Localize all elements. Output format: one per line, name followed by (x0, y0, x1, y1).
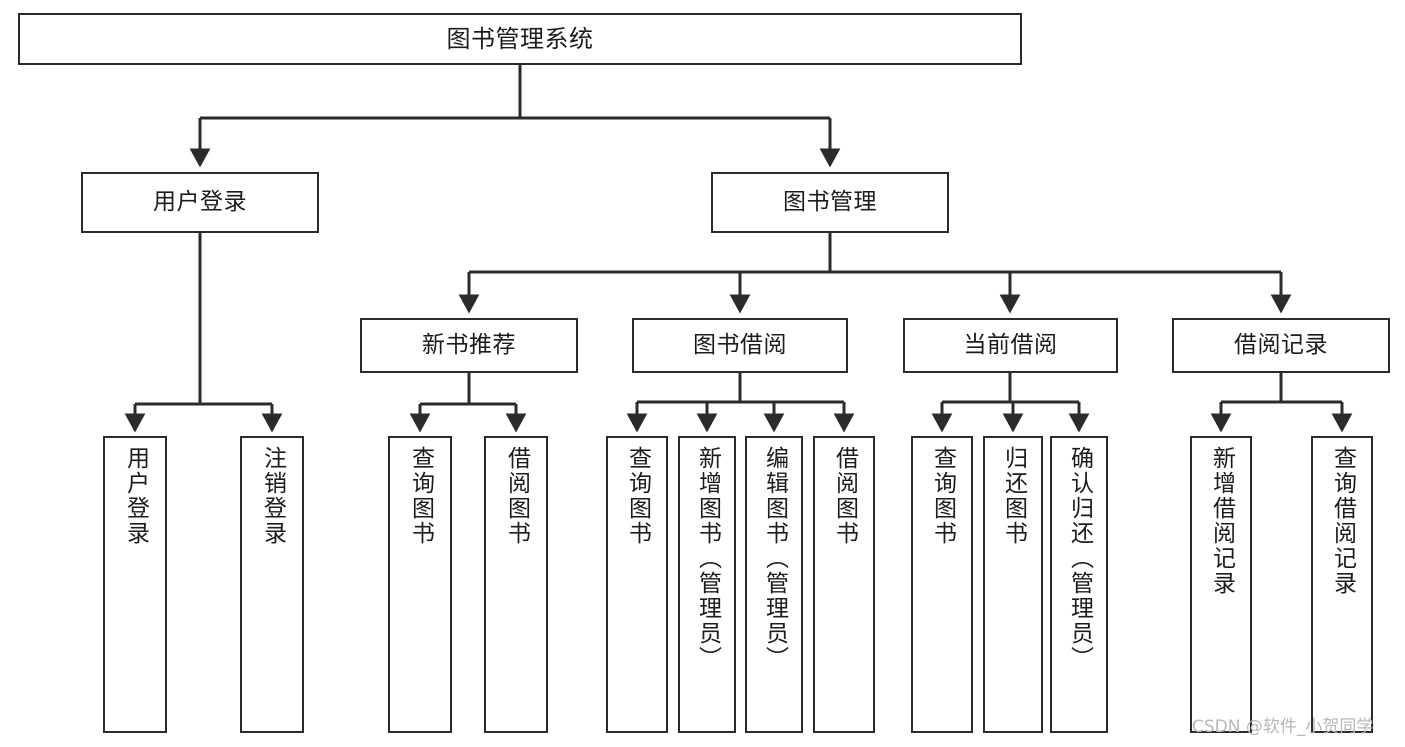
node-label: 查询图书 (929, 446, 956, 546)
node-label: 用户登录 (153, 188, 247, 215)
leaf-query-books-current[interactable]: 查询图书 (911, 436, 973, 733)
node-label: 图书管理系统 (446, 24, 594, 53)
leaf-add-borrow-record[interactable]: 新增借阅记录 (1190, 436, 1252, 733)
node-current-borrow[interactable]: 当前借阅 (903, 318, 1118, 373)
leaf-return-book[interactable]: 归还图书 (983, 436, 1043, 733)
leaf-query-books-borrow[interactable]: 查询图书 (606, 436, 668, 733)
node-label: 确认归还（管理员） (1066, 446, 1093, 671)
leaf-borrow-book[interactable]: 借阅图书 (813, 436, 875, 733)
leaf-confirm-return-admin[interactable]: 确认归还（管理员） (1050, 436, 1108, 733)
node-label: 编辑图书（管理员） (761, 446, 788, 671)
watermark: CSDN @软件_小贺同学 (1192, 717, 1374, 737)
node-borrow-records[interactable]: 借阅记录 (1172, 318, 1390, 373)
node-label: 查询图书 (407, 446, 434, 546)
leaf-query-books-recommend[interactable]: 查询图书 (388, 436, 452, 733)
node-book-borrow[interactable]: 图书借阅 (632, 318, 848, 373)
leaf-add-book-admin[interactable]: 新增图书（管理员） (678, 436, 736, 733)
node-label: 新增借阅记录 (1208, 446, 1235, 596)
node-book-management[interactable]: 图书管理 (711, 172, 949, 233)
node-label: 查询借阅记录 (1329, 446, 1356, 596)
leaf-logout[interactable]: 注销登录 (240, 436, 304, 733)
leaf-query-borrow-record[interactable]: 查询借阅记录 (1311, 436, 1373, 733)
node-label: 新书推荐 (422, 331, 516, 358)
node-label: 借阅记录 (1234, 331, 1328, 358)
node-label: 归还图书 (1000, 446, 1027, 546)
node-new-book-recommend[interactable]: 新书推荐 (360, 318, 578, 373)
node-label: 借阅图书 (503, 446, 530, 546)
node-label: 注销登录 (259, 446, 286, 546)
node-label: 图书管理 (783, 188, 877, 215)
leaf-edit-book-admin[interactable]: 编辑图书（管理员） (745, 436, 803, 733)
node-label: 当前借阅 (963, 331, 1058, 358)
node-label: 用户登录 (122, 446, 149, 546)
leaf-user-login[interactable]: 用户登录 (103, 436, 167, 733)
node-root-system[interactable]: 图书管理系统 (18, 13, 1022, 65)
node-label: 借阅图书 (831, 446, 858, 546)
node-label: 新增图书（管理员） (694, 446, 721, 671)
leaf-borrow-books-recommend[interactable]: 借阅图书 (484, 436, 548, 733)
node-label: 图书借阅 (693, 331, 787, 358)
node-label: 查询图书 (624, 446, 651, 546)
node-user-login[interactable]: 用户登录 (81, 172, 319, 233)
